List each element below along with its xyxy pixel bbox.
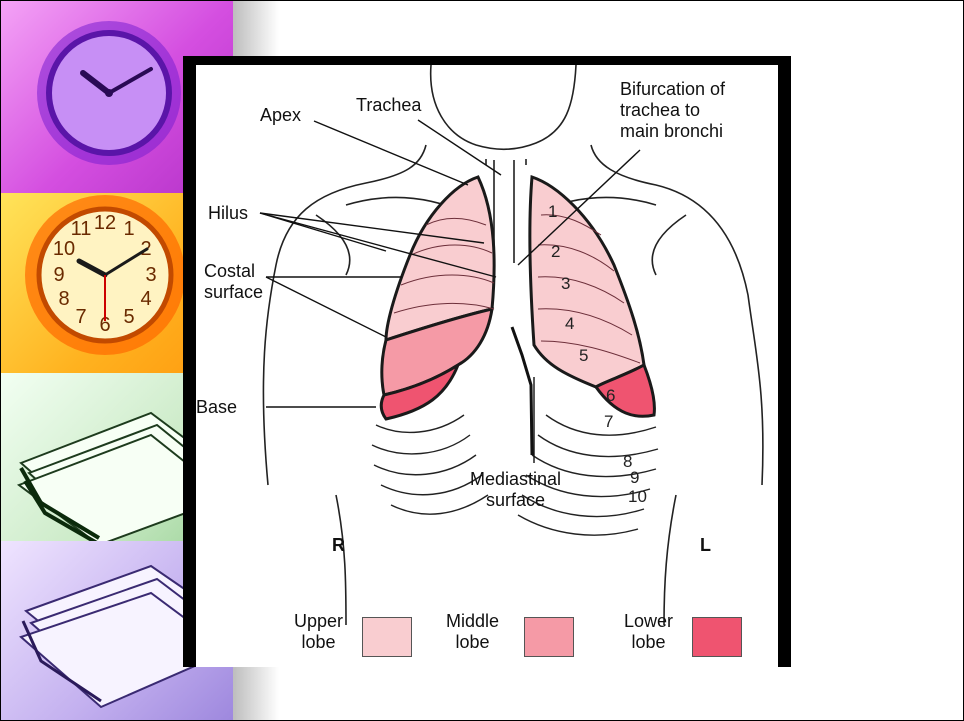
svg-text:7: 7 [75, 306, 86, 328]
svg-text:3: 3 [145, 264, 156, 286]
rib-number: 6 [606, 387, 615, 404]
legend-label-lower: Lower lobe [624, 611, 673, 653]
label-hilus: Hilus [208, 203, 248, 224]
svg-text:11: 11 [71, 218, 92, 240]
rib-number: 9 [630, 469, 639, 486]
lung-illustration [196, 65, 778, 667]
svg-text:12: 12 [94, 212, 116, 234]
label-apex: Apex [260, 105, 301, 126]
rib-number: 3 [561, 275, 570, 292]
mediastinal-line [512, 327, 532, 455]
legend-swatch-lower [692, 617, 742, 657]
rib-number: 10 [628, 488, 647, 505]
legend-label-upper: Upper lobe [294, 611, 343, 653]
trachea [494, 160, 514, 263]
svg-text:8: 8 [58, 288, 69, 310]
label-mediastinal-surface: Mediastinal surface [470, 469, 561, 511]
svg-text:5: 5 [123, 306, 134, 328]
rib-number: 7 [604, 413, 613, 430]
rib-number: 2 [551, 243, 560, 260]
svg-text:1: 1 [123, 218, 134, 240]
label-bifurcation: Bifurcation of trachea to main bronchi [620, 79, 725, 142]
label-right-side: R [332, 535, 345, 556]
legend-swatch-middle [524, 617, 574, 657]
svg-text:4: 4 [140, 288, 151, 310]
label-left-side: L [700, 535, 711, 556]
label-costal-surface: Costal surface [204, 261, 263, 303]
legend-label-middle: Middle lobe [446, 611, 499, 653]
label-base: Base [196, 397, 237, 418]
rib-number: 4 [565, 315, 574, 332]
svg-text:10: 10 [53, 238, 75, 260]
rib-number: 1 [548, 203, 557, 220]
rib-number: 5 [579, 347, 588, 364]
legend-swatch-upper [362, 617, 412, 657]
lung-diagram: Apex Trachea Bifurcation of trachea to m… [196, 65, 778, 667]
svg-text:9: 9 [53, 264, 64, 286]
label-trachea: Trachea [356, 95, 421, 116]
